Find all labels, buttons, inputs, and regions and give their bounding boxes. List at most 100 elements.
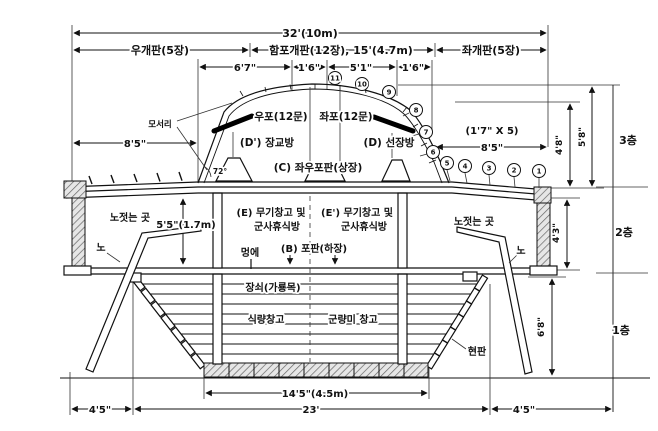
plate-number: 2 [512,167,517,175]
plate-number: 5 [445,160,450,168]
dim-5ft8: 5'8" [578,127,588,147]
dim-23ft: 23' [303,405,320,416]
main-deck [63,171,552,204]
dim-8ft5-left: 8'5" [124,139,146,150]
dim-6ft8: 6'8" [537,317,547,337]
dim-4ft8: 4'8" [555,135,565,155]
panel-center-cover: 함포개판(12장), 15'(4.7m) [269,43,413,57]
plate-badge-11 [328,71,342,85]
label-angle-72: 72° [213,167,227,176]
dimension-lines [71,29,612,413]
plate-number: 10 [357,81,367,89]
label-rowing-area-left: 노젓는 곳 [110,212,150,224]
shell-plate-numbers: 11 10 9 8 7 6 5 4 3 2 1 [328,71,546,188]
label-officers-room: (D') 장교방 [240,136,295,149]
label-food-storage: 식량창고 [248,313,285,326]
plate-number: 8 [414,107,419,115]
dim-plate-size: (1'7" X 5) [466,126,519,137]
plate-number: 4 [463,163,468,171]
plate-number: 7 [424,129,429,137]
leaders [106,252,518,350]
hull-post-right [397,273,408,365]
dim-overall-width: 32'(10m) [282,27,338,40]
hull-left-planking [130,274,206,370]
label-rice-storage: 군량미 창고 [328,313,377,326]
label-floor-3: 3층 [619,133,637,147]
dim-4ft5-right: 4'5" [513,405,535,416]
hull-post-left [212,273,223,365]
plate-number: 11 [330,75,340,83]
plate-number: 1 [537,168,542,176]
label-armory-left-line1: (E) 무기창고 및 [237,206,306,219]
moseori-leader-2 [176,126,208,171]
label-hyeonpan: 현판 [468,345,487,358]
panel-left-cover: 좌개판(5장) [462,43,520,57]
dim-14ft5: 14'5"(4.5m) [282,389,348,400]
label-floor-1: 1층 [612,323,630,337]
moseori-leader-1 [176,102,233,122]
deck-end-cap-left [63,180,87,199]
dim-8ft5-right: 8'5" [481,143,503,154]
hull-right-planking [425,274,489,370]
gun-support-right [381,159,411,182]
plate-badge-10 [355,77,369,91]
keel-blocks [203,362,429,378]
plate-badge-4 [458,159,472,173]
dim-4ft3: 4'3" [552,223,562,243]
label-oar-right: 노 [516,245,525,257]
label-upo: 우포(12문) [254,111,307,123]
oarlock-right [462,271,478,282]
plate-badge-3 [482,161,496,175]
dim-1ft6-a: 1'6" [298,63,320,74]
shell-plate-joints [239,84,437,164]
cannon-right-side [211,113,255,134]
label-meonge: 멍에 [241,246,259,259]
label-jwapo: 좌포(12문) [319,110,372,123]
label-oar-left: 노 [96,242,105,254]
plate-badge-7 [419,125,433,139]
oar-right [456,226,533,375]
label-armory-left-line2: 군사휴식방 [254,220,301,233]
label-gun-deck-lower: (B) 포판(하장) [281,242,347,255]
deck-column-right [397,192,408,269]
text-labels: 32'(10m) 우개판(5장) 함포개판(12장), 15'(4.7m) 좌개… [87,25,638,418]
dim-4ft5-left: 4'5" [89,405,111,416]
panel-right-cover: 우개판(5장) [131,43,189,57]
dim-6ft7: 6'7" [234,63,256,74]
left-wall [71,197,86,267]
right-wall-foot [529,265,558,276]
dim-5ft1: 5'1" [350,63,372,74]
plate-badge-8 [409,103,423,117]
label-armory-right-line2: 군사휴식방 [341,220,388,233]
dim-5ft5-height: 5'5"(1.7m) [156,220,215,231]
deck-end-cap-right [533,186,552,204]
turtle-shell [176,83,450,184]
label-jangsoe: 장쇠(가룡목) [245,281,300,294]
plate-number: 3 [487,165,492,173]
extension-lines [60,25,650,415]
mast-step [304,168,346,182]
plate-number: 9 [387,89,392,97]
plate-badge-9 [382,85,396,99]
label-gun-deck-upper: (C) 좌우포판(상장) [274,161,363,174]
plate-badge-1 [532,164,546,178]
label-floor-2: 2층 [615,225,633,239]
plate-number: 6 [431,149,436,157]
label-armory-right-line1: (E') 무기창고 및 [321,206,393,219]
label-captains-room: (D) 선장방 [364,136,415,149]
oar-left [85,225,202,373]
right-wall [536,201,551,267]
gun-support-left [215,157,253,182]
plate-badge-5 [440,156,454,170]
deck-spikes [88,171,183,185]
plate-badge-6 [426,145,440,159]
left-wall-foot [63,265,92,276]
second-floor-structure [63,192,558,362]
cannon-left-side [371,114,416,134]
label-rowing-area-right: 노젓는 곳 [454,216,494,228]
hull-structure [130,273,489,378]
label-moseori: 모서리 [148,119,171,130]
plate-badge-2 [507,163,521,177]
